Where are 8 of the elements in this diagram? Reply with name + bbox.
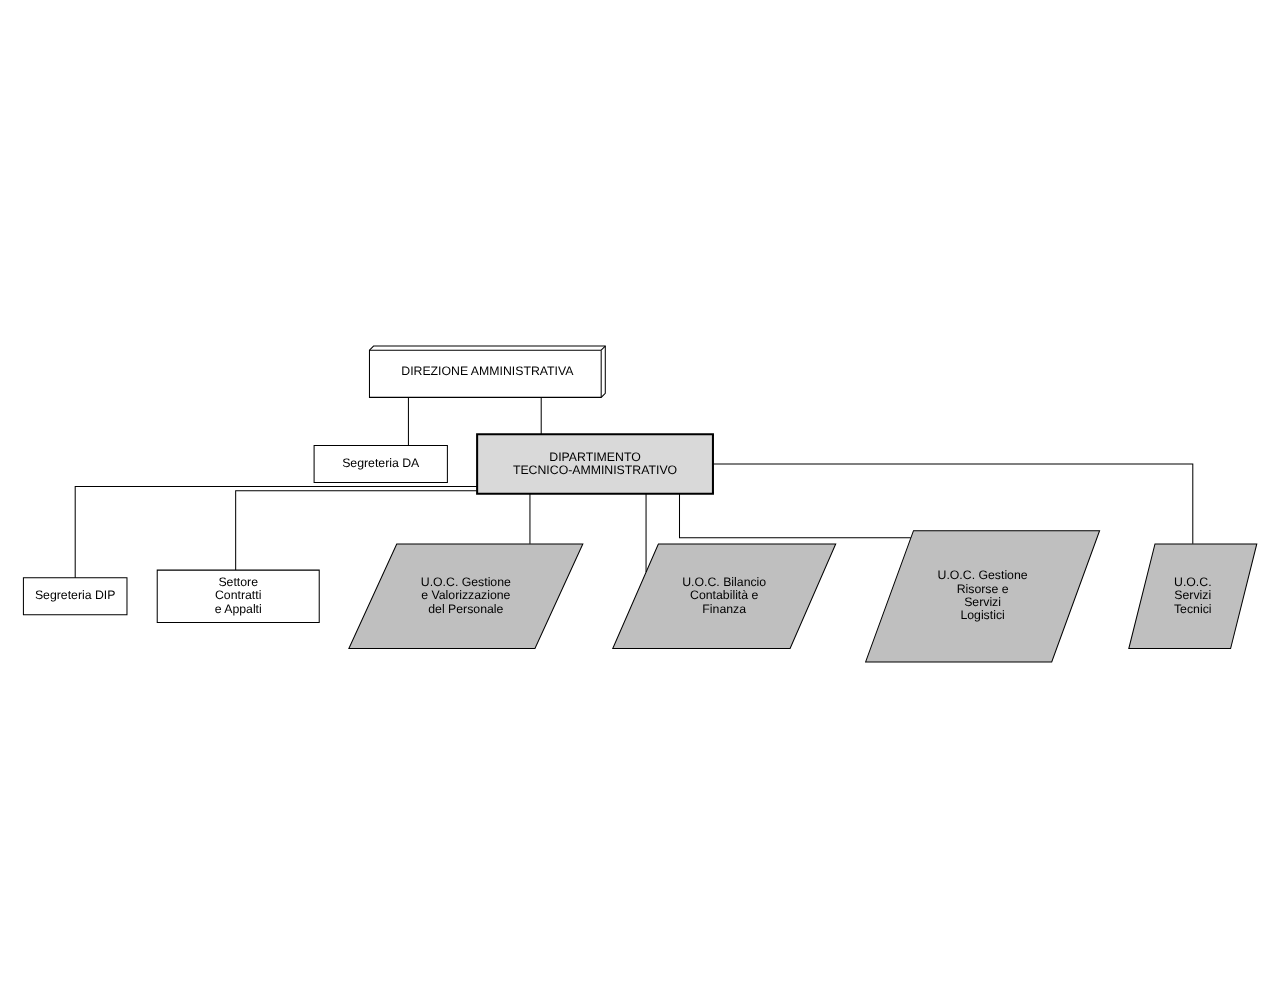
connector [712, 462, 1194, 544]
connector [407, 395, 409, 445]
connector [529, 492, 531, 544]
connector [645, 492, 647, 572]
connector [235, 489, 478, 570]
connector [540, 395, 542, 434]
connector [679, 492, 912, 538]
connector [74, 485, 478, 578]
